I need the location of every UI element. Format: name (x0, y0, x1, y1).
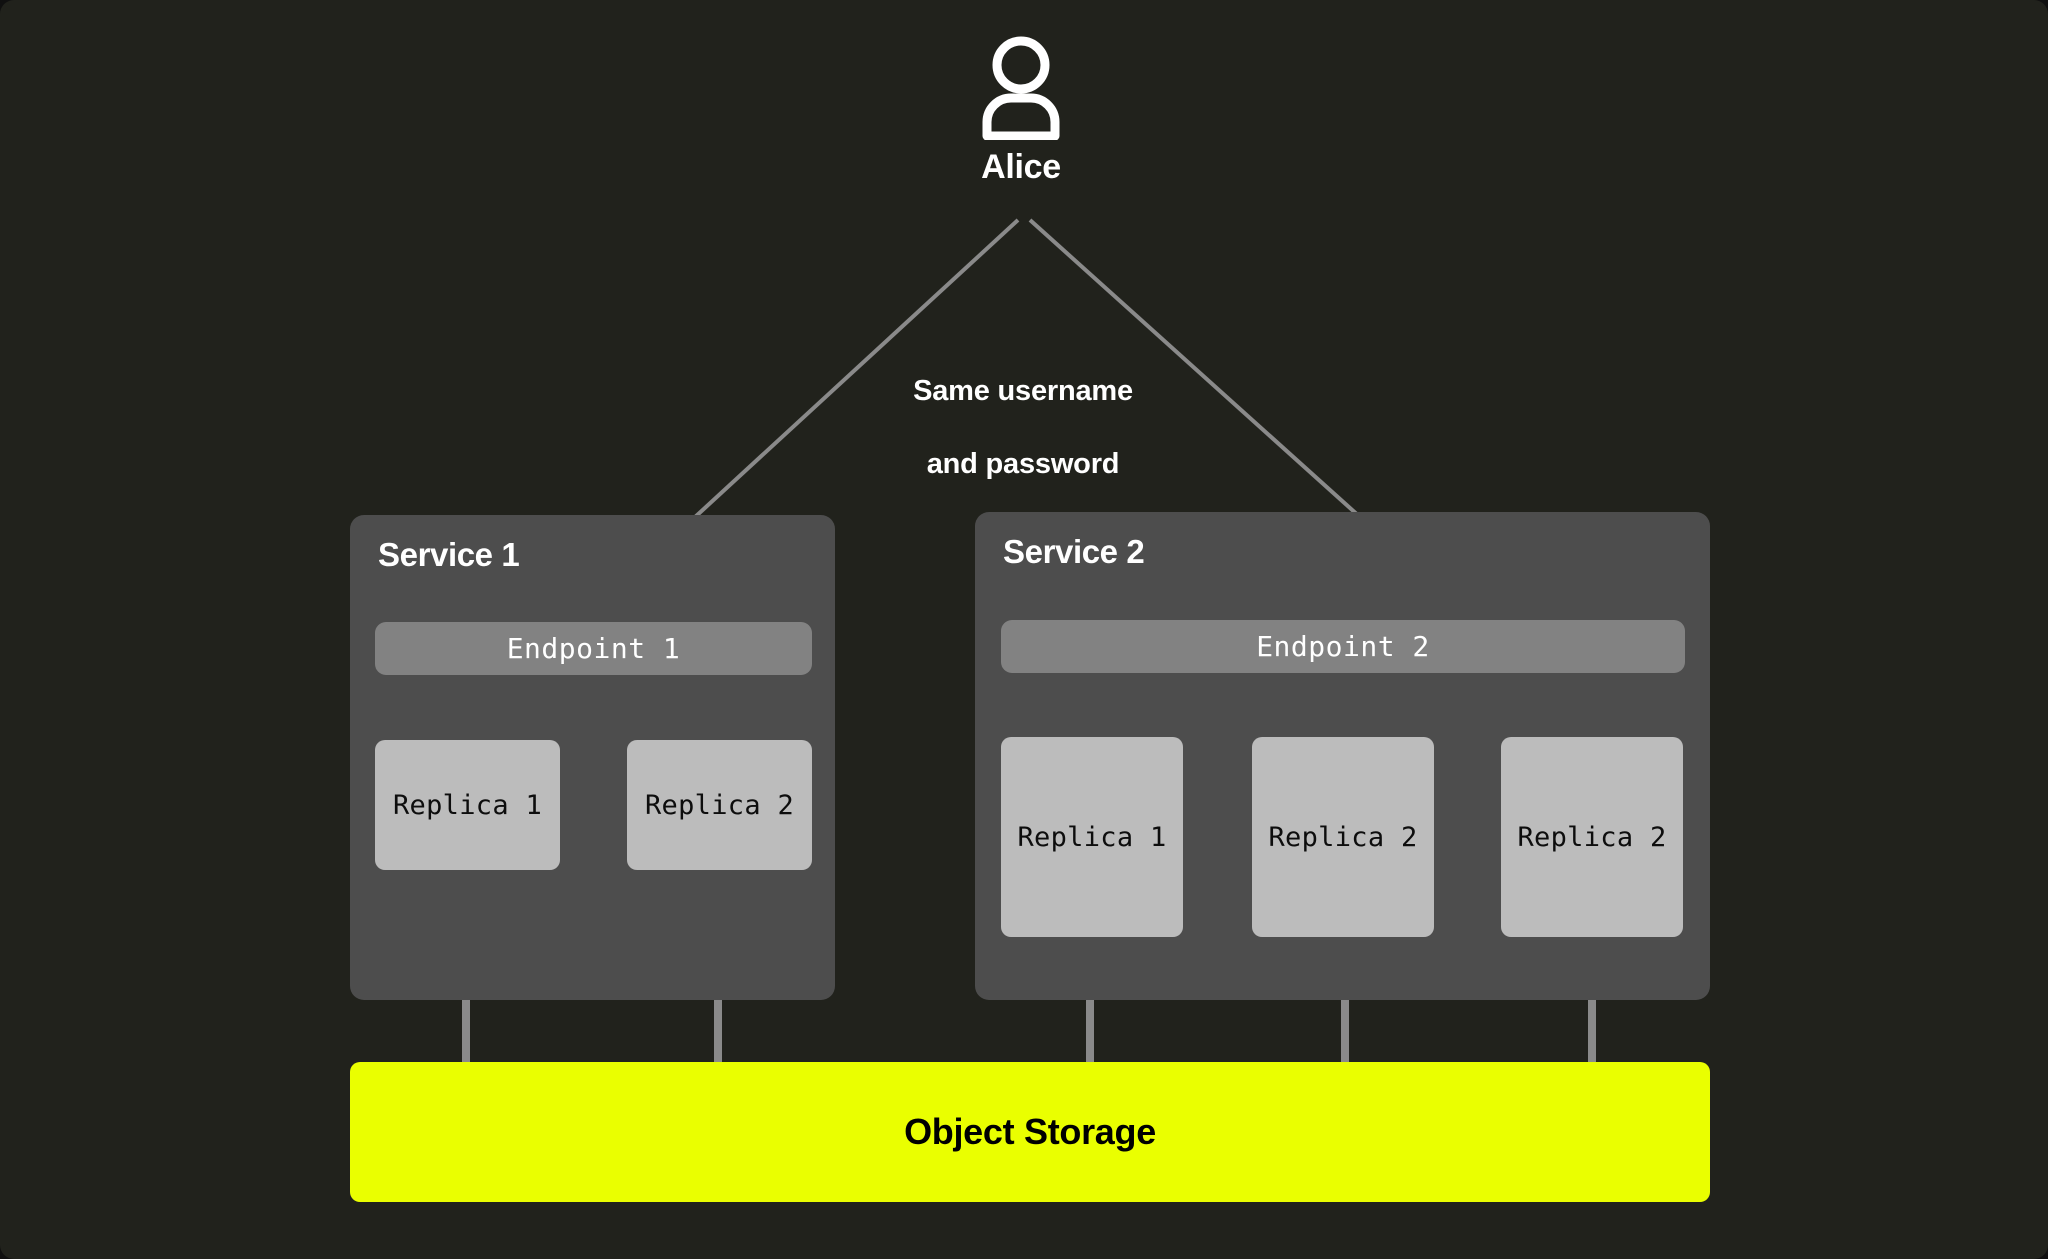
replica-1-1[interactable]: Replica 1 (375, 740, 560, 870)
person-icon (982, 36, 1060, 140)
actor-label: Alice (981, 148, 1061, 186)
replica-2-3[interactable]: Replica 2 (1501, 737, 1683, 937)
edge-caption-line-2: and password (926, 447, 1120, 480)
endpoint-1[interactable]: Endpoint 1 (375, 622, 812, 675)
service-title: Service 2 (1003, 533, 1145, 570)
service-title: Service 1 (378, 536, 520, 573)
object-storage-bar[interactable]: Object Storage (350, 1062, 1710, 1202)
edge-caption-line-1: Same username (913, 375, 1133, 408)
replica-2-1[interactable]: Replica 1 (1001, 737, 1183, 937)
service-panel-1[interactable]: Service 1 Endpoint 1 Replica 1 Replica 2 (350, 515, 835, 1000)
actor-alice: Alice (978, 36, 1064, 184)
edge-caption: Same username and password (848, 337, 1198, 518)
replica-1-2[interactable]: Replica 2 (627, 740, 812, 870)
service-panel-2[interactable]: Service 2 Endpoint 2 Replica 1 Replica 2… (975, 512, 1710, 1000)
replica-2-2[interactable]: Replica 2 (1252, 737, 1434, 937)
endpoint-2[interactable]: Endpoint 2 (1001, 620, 1685, 673)
object-storage-label: Object Storage (904, 1111, 1156, 1152)
